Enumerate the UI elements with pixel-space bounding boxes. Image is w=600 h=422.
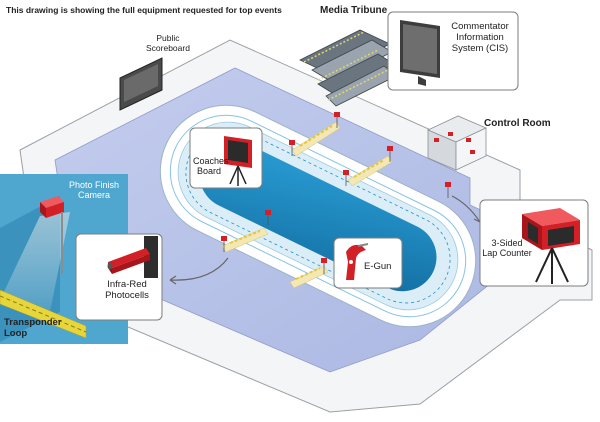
- e-gun-icon: [346, 243, 369, 280]
- cis-callout: [387, 11, 519, 91]
- infra-red-photocells-label: Infra-Red Photocells: [105, 279, 149, 301]
- lap-counter-label: 3-Sided Lap Counter: [482, 238, 532, 259]
- coaches-board-icon: [224, 136, 252, 186]
- media-tribune-label: Media Tribune: [320, 5, 388, 16]
- photo-finish-camera-label: Photo Finish Camera: [68, 180, 120, 201]
- public-scoreboard-label: Public Scoreboard: [146, 33, 190, 53]
- transponder-loop-strip: [0, 289, 87, 339]
- coaches-board-label: Coaches Board: [193, 156, 229, 177]
- cis-monitor-icon: [400, 20, 440, 86]
- e-gun-callout: [333, 237, 403, 289]
- photocells-callout: [75, 233, 163, 321]
- transponder-loop-label: Transponder Loop: [4, 317, 62, 339]
- marker-poles: [221, 112, 451, 274]
- lap-counter-callout: [479, 199, 589, 287]
- public-scoreboard: [119, 57, 163, 111]
- cis-label: Commentator Information System (CIS): [451, 21, 509, 54]
- control-room: [427, 115, 487, 171]
- media-tribune: [299, 29, 397, 107]
- e-gun-label: E-Gun: [364, 261, 392, 272]
- photocell-icon: [107, 236, 158, 278]
- photo-finish-camera-icon: [40, 196, 64, 274]
- diagram-heading: This drawing is showing the full equipme…: [6, 5, 282, 15]
- control-room-label: Control Room: [484, 118, 551, 129]
- coaches-board-callout: [189, 127, 263, 189]
- lap-counter-icon: [522, 208, 580, 284]
- track-markers: [221, 121, 393, 289]
